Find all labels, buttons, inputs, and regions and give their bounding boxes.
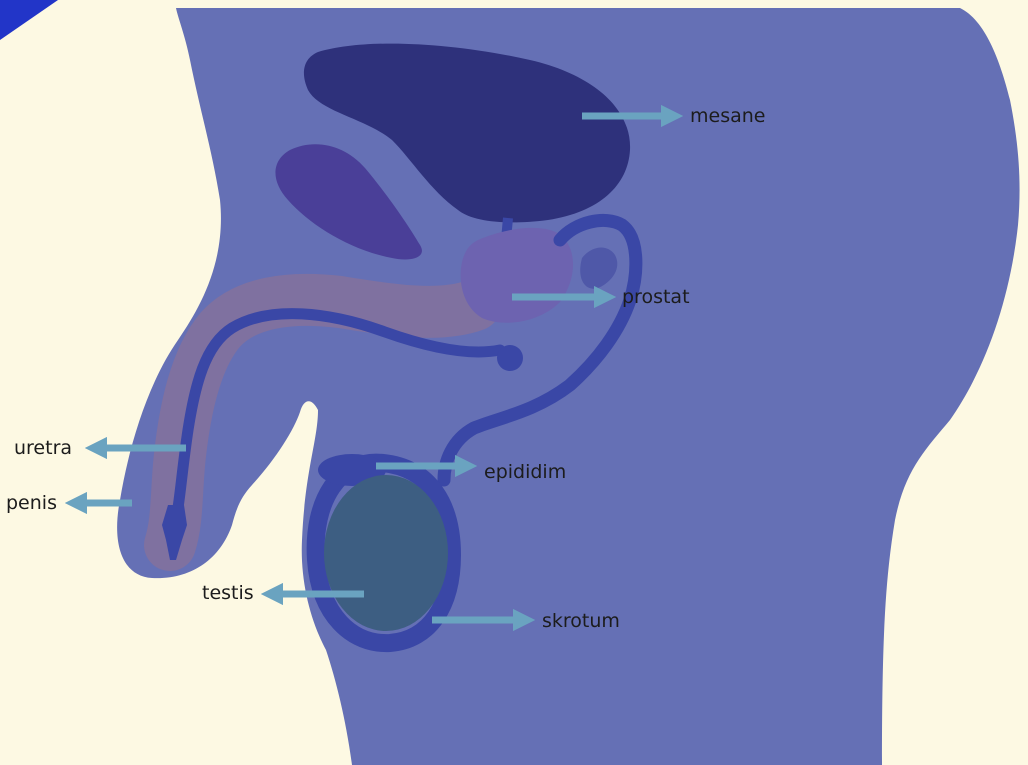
label-prostat: prostat	[622, 286, 690, 308]
bulb-end	[497, 345, 523, 371]
label-uretra: uretra	[14, 437, 72, 459]
label-skrotum: skrotum	[542, 610, 620, 632]
label-penis: penis	[6, 492, 57, 514]
label-mesane: mesane	[690, 105, 765, 127]
testis-shape	[324, 475, 448, 631]
label-testis: testis	[202, 582, 254, 604]
label-epididim: epididim	[484, 461, 566, 483]
